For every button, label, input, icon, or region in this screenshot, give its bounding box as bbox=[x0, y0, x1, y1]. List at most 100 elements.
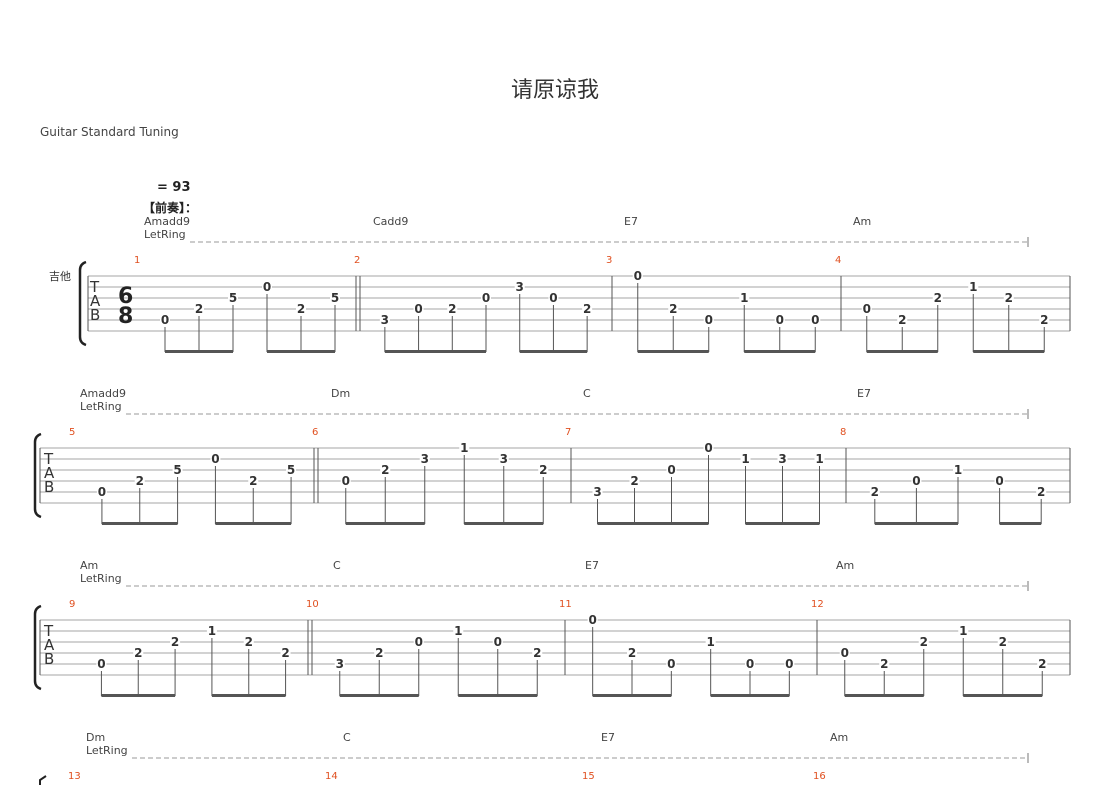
measure-number: 12 bbox=[811, 599, 824, 610]
beam bbox=[866, 350, 938, 353]
fret-number: 1 bbox=[741, 452, 749, 466]
fret-bg bbox=[774, 315, 785, 326]
let-ring-label: LetRing bbox=[80, 572, 122, 585]
fret-number: 2 bbox=[871, 485, 879, 499]
fret-bg bbox=[968, 282, 979, 293]
beam bbox=[464, 522, 544, 525]
chord-name: E7 bbox=[585, 559, 599, 572]
fret-bg bbox=[994, 476, 1005, 487]
tuning-label: Guitar Standard Tuning bbox=[40, 125, 179, 139]
fret-bg bbox=[814, 454, 825, 465]
fret-bg bbox=[582, 304, 593, 315]
fret-number: 5 bbox=[331, 291, 339, 305]
fret-number: 5 bbox=[287, 463, 295, 477]
fret-number: 2 bbox=[381, 463, 389, 477]
measure-number: 13 bbox=[68, 771, 81, 782]
fret-bg bbox=[739, 293, 750, 304]
fret-bg bbox=[296, 304, 306, 315]
fret-bg bbox=[958, 626, 969, 637]
fret-bg bbox=[280, 648, 291, 659]
fret-bg bbox=[668, 304, 679, 315]
fret-number: 2 bbox=[136, 474, 144, 488]
fret-bg bbox=[629, 476, 640, 487]
instrument-label: 吉他 bbox=[49, 270, 71, 283]
fret-bg bbox=[997, 637, 1008, 648]
fret-bg bbox=[172, 465, 183, 476]
fret-number: 0 bbox=[912, 474, 920, 488]
fret-bg bbox=[210, 454, 221, 465]
beam bbox=[844, 694, 924, 697]
beam bbox=[963, 694, 1043, 697]
beam bbox=[267, 350, 335, 353]
fret-bg bbox=[548, 293, 559, 304]
fret-number: 1 bbox=[954, 463, 962, 477]
tab-clef-letter: A bbox=[90, 292, 101, 310]
fret-bg bbox=[248, 476, 259, 487]
fret-number: 2 bbox=[171, 635, 179, 649]
fret-number: 1 bbox=[740, 291, 748, 305]
beam bbox=[710, 694, 790, 697]
fret-bg bbox=[703, 315, 714, 326]
fret-number: 2 bbox=[245, 635, 253, 649]
fret-bg bbox=[134, 476, 145, 487]
system-bracket bbox=[39, 775, 47, 785]
fret-number: 3 bbox=[593, 485, 601, 499]
fret-number: 1 bbox=[959, 624, 967, 638]
fret-bg bbox=[170, 637, 181, 648]
fret-number: 0 bbox=[161, 313, 169, 327]
system-bracket bbox=[33, 604, 42, 691]
fret-bg bbox=[869, 487, 880, 498]
measure-number: 5 bbox=[69, 427, 75, 438]
fret-bg bbox=[740, 454, 751, 465]
measure-number: 14 bbox=[325, 771, 338, 782]
fret-bg bbox=[703, 443, 714, 454]
fret-number: 0 bbox=[97, 657, 105, 671]
measure-number: 6 bbox=[312, 427, 318, 438]
fret-bg bbox=[194, 304, 204, 315]
fret-number: 0 bbox=[211, 452, 219, 466]
fret-number: 2 bbox=[920, 635, 928, 649]
fret-number: 1 bbox=[706, 635, 714, 649]
tempo-marking: = 93 bbox=[157, 180, 191, 195]
fret-number: 0 bbox=[785, 657, 793, 671]
fret-bg bbox=[498, 454, 509, 465]
measure-number: 7 bbox=[565, 427, 571, 438]
fret-bg bbox=[379, 315, 390, 326]
chord-name: C bbox=[333, 559, 341, 572]
beam bbox=[597, 522, 709, 525]
fret-bg bbox=[879, 659, 890, 670]
measure-number: 15 bbox=[582, 771, 595, 782]
fret-number: 5 bbox=[229, 291, 237, 305]
fret-bg bbox=[419, 454, 430, 465]
fret-bg bbox=[532, 648, 543, 659]
fret-number: 2 bbox=[249, 474, 257, 488]
time-signature-top: 6 bbox=[118, 284, 133, 309]
fret-number: 3 bbox=[336, 657, 344, 671]
fret-bg bbox=[514, 282, 525, 293]
fret-number: 2 bbox=[999, 635, 1007, 649]
chord-name: Dm bbox=[331, 387, 350, 400]
fret-number: 0 bbox=[415, 635, 423, 649]
fret-number: 2 bbox=[375, 646, 383, 660]
fret-bg bbox=[953, 465, 963, 476]
tab-clef-letter: B bbox=[44, 650, 54, 668]
fret-number: 0 bbox=[704, 441, 712, 455]
fret-number: 2 bbox=[1037, 485, 1045, 499]
chord-name: Am bbox=[853, 215, 871, 228]
fret-number: 0 bbox=[342, 474, 350, 488]
fret-bg bbox=[96, 487, 107, 498]
fret-bg bbox=[459, 443, 470, 454]
measure-number: 11 bbox=[559, 599, 572, 610]
fret-number: 2 bbox=[1038, 657, 1046, 671]
fret-number: 2 bbox=[134, 646, 142, 660]
fret-number: 0 bbox=[482, 291, 490, 305]
fret-number: 0 bbox=[746, 657, 754, 671]
fret-number: 1 bbox=[208, 624, 216, 638]
beam bbox=[745, 522, 820, 525]
chord-name: Cadd9 bbox=[373, 215, 408, 228]
fret-bg bbox=[447, 304, 458, 315]
fret-number: 1 bbox=[969, 280, 977, 294]
fret-bg bbox=[206, 626, 217, 637]
fret-number: 1 bbox=[815, 452, 823, 466]
fret-bg bbox=[492, 637, 503, 648]
